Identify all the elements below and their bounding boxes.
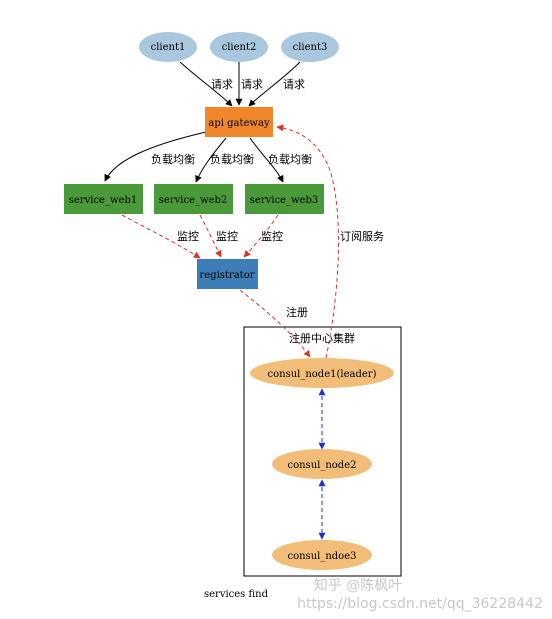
edge-web3-registrator xyxy=(243,214,279,258)
node-service-web3-label: service_web3 xyxy=(250,195,318,206)
edge-label-request-2: 请求 xyxy=(241,78,263,91)
node-client1: client1 xyxy=(139,32,197,62)
edge-client1-gateway xyxy=(179,61,233,107)
node-client3-label: client3 xyxy=(293,42,328,53)
node-api-gateway-label: api gateway xyxy=(208,118,270,129)
edge-web2-registrator xyxy=(199,214,222,258)
edge-registrator-consul1 xyxy=(239,289,311,358)
edge-label-lb-2: 负载均衡 xyxy=(210,152,254,166)
watermark-url: https://blog.csdn.net/qq_36228442 xyxy=(297,596,543,612)
node-service-web2-label: service_web2 xyxy=(159,195,227,206)
edge-consul1-gateway xyxy=(276,124,340,359)
edge-web1-registrator xyxy=(121,214,201,259)
edge-label-monitor-2: 监控 xyxy=(216,229,238,243)
watermark-author: 知乎 @陈枫叶 xyxy=(314,577,402,594)
edge-label-register: 注册 xyxy=(286,305,308,319)
node-client2-label: client2 xyxy=(222,42,257,53)
node-api-gateway: api gateway xyxy=(205,107,273,137)
edge-label-request-3: 请求 xyxy=(283,78,305,91)
diagram-caption: services find xyxy=(204,589,269,600)
node-service-web2: service_web2 xyxy=(154,184,233,214)
edge-gateway-web3 xyxy=(249,137,284,183)
node-client3: client3 xyxy=(281,32,339,62)
node-service-web1-label: service_web1 xyxy=(69,195,137,206)
cluster-box xyxy=(243,326,402,577)
node-registrator-label: registrator xyxy=(199,270,254,281)
node-service-web3: service_web3 xyxy=(245,184,324,214)
node-registrator: registrator xyxy=(197,259,258,289)
node-service-web1: service_web1 xyxy=(64,184,143,214)
edge-gateway-web2 xyxy=(195,137,227,183)
edge-label-lb-3: 负载均衡 xyxy=(268,152,312,166)
edge-label-monitor-1: 监控 xyxy=(177,229,199,243)
node-consul-node2-label: consul_node2 xyxy=(288,460,357,471)
edge-label-request-1: 请求 xyxy=(211,78,233,91)
node-client1-label: client1 xyxy=(151,42,186,53)
node-consul-node2: consul_node2 xyxy=(272,449,372,479)
edge-client3-gateway xyxy=(248,61,301,107)
node-consul-node3-label: consul_ndoe3 xyxy=(288,551,357,562)
node-consul-node1: consul_node1(leader) xyxy=(250,358,394,388)
node-client2: client2 xyxy=(210,32,268,62)
edge-label-monitor-3: 监控 xyxy=(261,229,283,243)
node-consul-node1-label: consul_node1(leader) xyxy=(268,369,377,380)
edge-gateway-web1 xyxy=(104,131,207,182)
edge-label-subscribe: 订阅服务 xyxy=(340,230,384,243)
node-consul-node3: consul_ndoe3 xyxy=(272,540,372,570)
edge-label-lb-1: 负载均衡 xyxy=(151,152,195,166)
cluster-label: 注册中心集群 xyxy=(289,331,355,345)
